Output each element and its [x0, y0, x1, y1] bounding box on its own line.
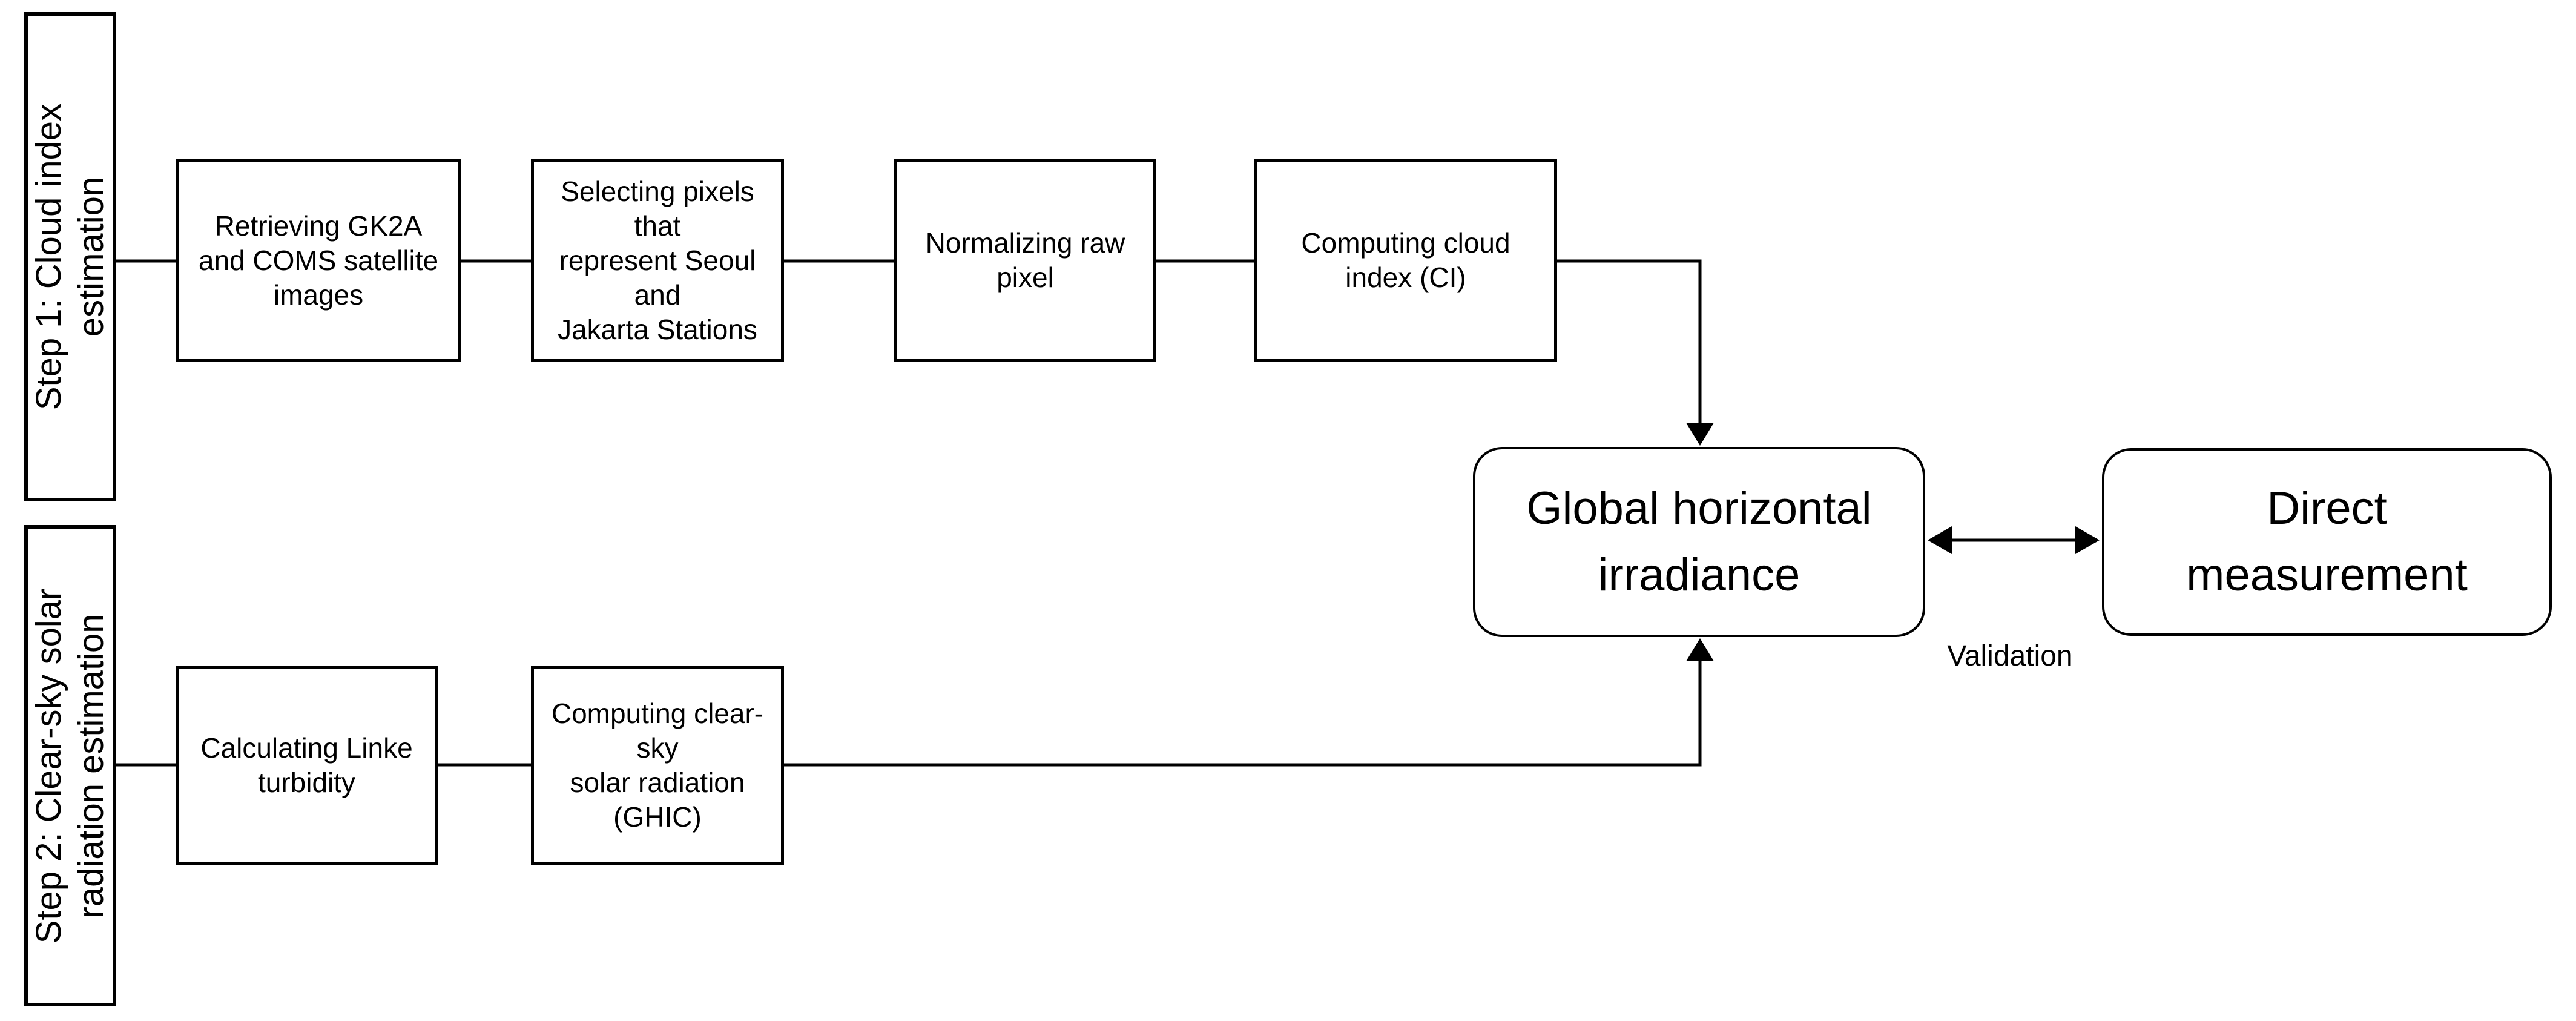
arrowhead-left-into-ghi-right: [1928, 526, 1952, 554]
process-box-cloud-index-label: Computing cloud index (CI): [1301, 227, 1510, 293]
process-box-cloud-index: Computing cloud index (CI): [1254, 159, 1557, 362]
connector-clear-sky-to-ghi: [784, 660, 1702, 767]
process-box-clear-sky-radiation: Computing clear-sky solar radiation (GHI…: [531, 666, 784, 865]
result-box-global-horizontal-irradiance: Global horizontal irradiance: [1473, 447, 1925, 637]
step2-label-box: Step 2: Clear-sky solar radiation estima…: [24, 525, 116, 1006]
result-box-direct-measurement-label: Direct measurement: [2186, 483, 2468, 601]
step1-label-box: Step 1: Cloud index estimation: [24, 12, 116, 501]
result-box-direct-measurement: Direct measurement: [2102, 448, 2552, 636]
process-box-linke-turbidity: Calculating Linke turbidity: [176, 666, 438, 865]
connector-cloud-index-to-ghi: [1557, 259, 1702, 424]
validation-label: Validation: [1947, 640, 2073, 672]
arrowhead-down-into-ghi-top: [1686, 423, 1714, 446]
arrowhead-up-into-ghi-bottom: [1686, 638, 1714, 661]
process-box-selecting-pixels: Selecting pixels that represent Seoul an…: [531, 159, 784, 362]
process-box-selecting-pixels-label: Selecting pixels that represent Seoul an…: [558, 175, 757, 345]
process-box-linke-turbidity-label: Calculating Linke turbidity: [200, 732, 413, 798]
process-box-normalizing-pixel: Normalizing raw pixel: [894, 159, 1156, 362]
arrowhead-right-into-direct-left: [2075, 526, 2100, 554]
process-box-clear-sky-radiation-label: Computing clear-sky solar radiation (GHI…: [551, 698, 764, 833]
process-box-normalizing-pixel-label: Normalizing raw pixel: [925, 227, 1125, 293]
process-box-retrieving-images-label: Retrieving GK2A and COMS satellite image…: [198, 210, 439, 311]
process-box-retrieving-images: Retrieving GK2A and COMS satellite image…: [176, 159, 461, 362]
result-box-ghi-label: Global horizontal irradiance: [1526, 483, 1872, 601]
